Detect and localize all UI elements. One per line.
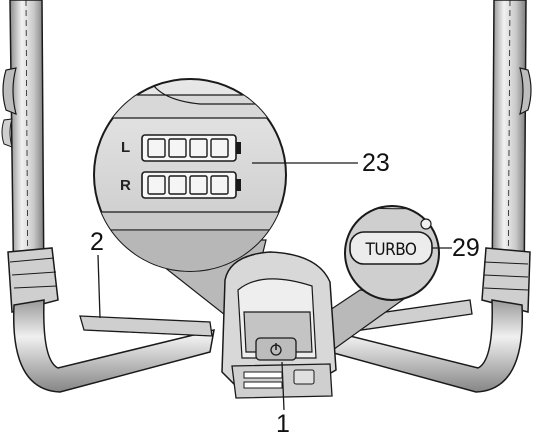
battery-left-segment xyxy=(147,138,166,158)
battery-left-label: L xyxy=(121,139,130,156)
battery-left-segment xyxy=(189,138,208,158)
battery-display-magnifier: L R xyxy=(93,78,287,272)
callout-number-2: 2 xyxy=(90,228,104,256)
turbo-button-magnifier: TURBO xyxy=(344,205,440,301)
right-handle-tube xyxy=(481,0,532,313)
battery-right-segment xyxy=(147,175,166,195)
battery-left-segment xyxy=(168,138,187,158)
callout-number-1: 1 xyxy=(276,410,290,434)
battery-right-segment xyxy=(210,175,229,195)
turbo-indicator-led xyxy=(420,218,432,230)
turbo-label: TURBO xyxy=(365,240,417,260)
left-handle-tube xyxy=(1,0,59,313)
turbo-switch-small[interactable] xyxy=(293,369,315,385)
control-module xyxy=(221,251,337,399)
battery-left-segment xyxy=(210,138,229,158)
callout-2: 2 xyxy=(90,228,104,319)
battery-right-segment xyxy=(168,175,187,195)
battery-right-segment xyxy=(189,175,208,195)
battery-right-label: R xyxy=(120,177,131,194)
callout-1: 1 xyxy=(276,361,290,434)
callout-29: 29 xyxy=(432,234,480,262)
callout-23: 23 xyxy=(252,149,390,177)
battery-right-indicator xyxy=(141,171,241,199)
battery-left-indicator xyxy=(141,134,241,162)
bottom-crossbar xyxy=(12,299,524,393)
power-icon xyxy=(270,343,282,356)
callout-number-23: 23 xyxy=(362,149,390,177)
callout-number-29: 29 xyxy=(452,234,480,262)
footrest-left xyxy=(79,315,213,337)
